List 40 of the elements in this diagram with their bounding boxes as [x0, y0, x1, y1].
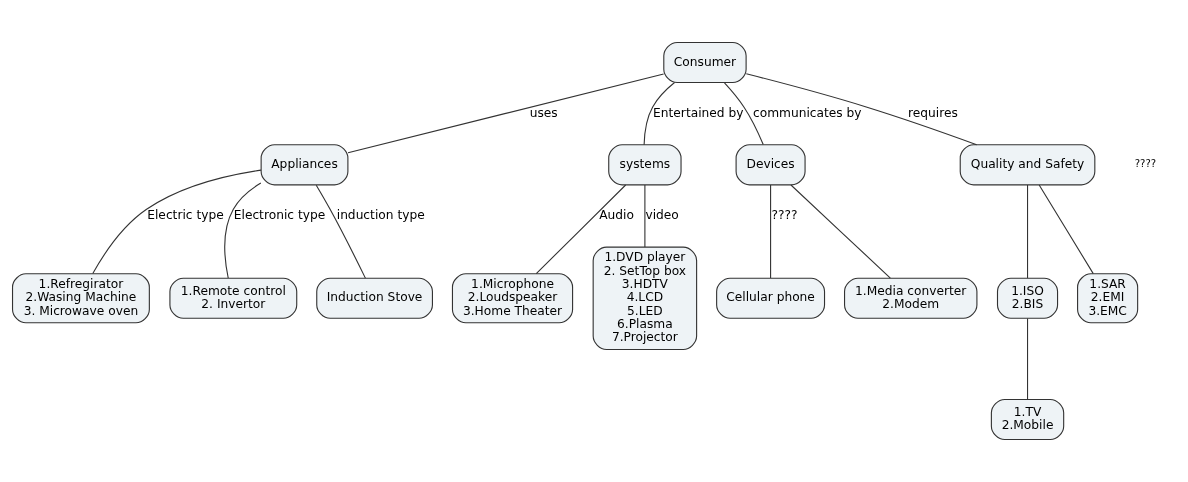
connector	[643, 81, 676, 146]
node-box: 1.ISO 2.BIS	[996, 277, 1059, 319]
node-box: Induction Stove	[316, 277, 433, 319]
edge-label: Audio	[599, 208, 634, 223]
connector	[745, 73, 978, 146]
node-box: Consumer	[663, 41, 747, 84]
edge-label: uses	[529, 105, 558, 120]
node-box: systems	[608, 144, 682, 186]
node-box: 1.Microphone 2.Loudspeaker 3.Home Theater	[451, 273, 574, 324]
edge-label: communicates by	[752, 105, 862, 120]
connector	[535, 184, 627, 275]
edge-label: Electric type	[147, 208, 224, 223]
connector	[92, 169, 262, 275]
edge-label: Entertained by	[653, 105, 744, 120]
node-box: Quality and Safety	[959, 144, 1096, 186]
node-box: 1.Refregirator 2.Wasing Machine 3. Microwave oven	[11, 273, 150, 324]
edge-label: induction type	[336, 208, 425, 223]
edge-label: Electronic type	[233, 208, 326, 223]
node-box: 1.Remote control 2. Invertor	[169, 277, 298, 319]
connector	[1038, 184, 1094, 275]
edge-label: requires	[908, 105, 958, 120]
edge-label: video	[645, 208, 679, 223]
connector	[723, 82, 764, 146]
edge-label: ????	[771, 208, 798, 223]
node-box: 1.Media converter 2.Modem	[844, 277, 978, 319]
connector	[770, 184, 772, 279]
node-box: Devices	[735, 144, 806, 186]
node-box: Cellular phone	[716, 277, 826, 319]
node-box: 1.SAR 2.EMI 3.EMC	[1077, 273, 1139, 324]
connector	[224, 182, 262, 279]
connector	[347, 73, 665, 154]
node-box: 1.DVD player 2. SetTop box 3.HDTV 4.LCD 5.LED 6.Plasma 7.Projector	[592, 246, 698, 350]
connector	[790, 184, 891, 279]
connector	[315, 184, 366, 279]
node-box: Appliances	[260, 144, 349, 186]
label: ????	[1134, 158, 1157, 170]
connector	[1026, 317, 1029, 400]
connector	[1026, 184, 1029, 279]
node-box: 1.TV 2.Mobile	[990, 398, 1065, 441]
connector	[644, 184, 646, 248]
